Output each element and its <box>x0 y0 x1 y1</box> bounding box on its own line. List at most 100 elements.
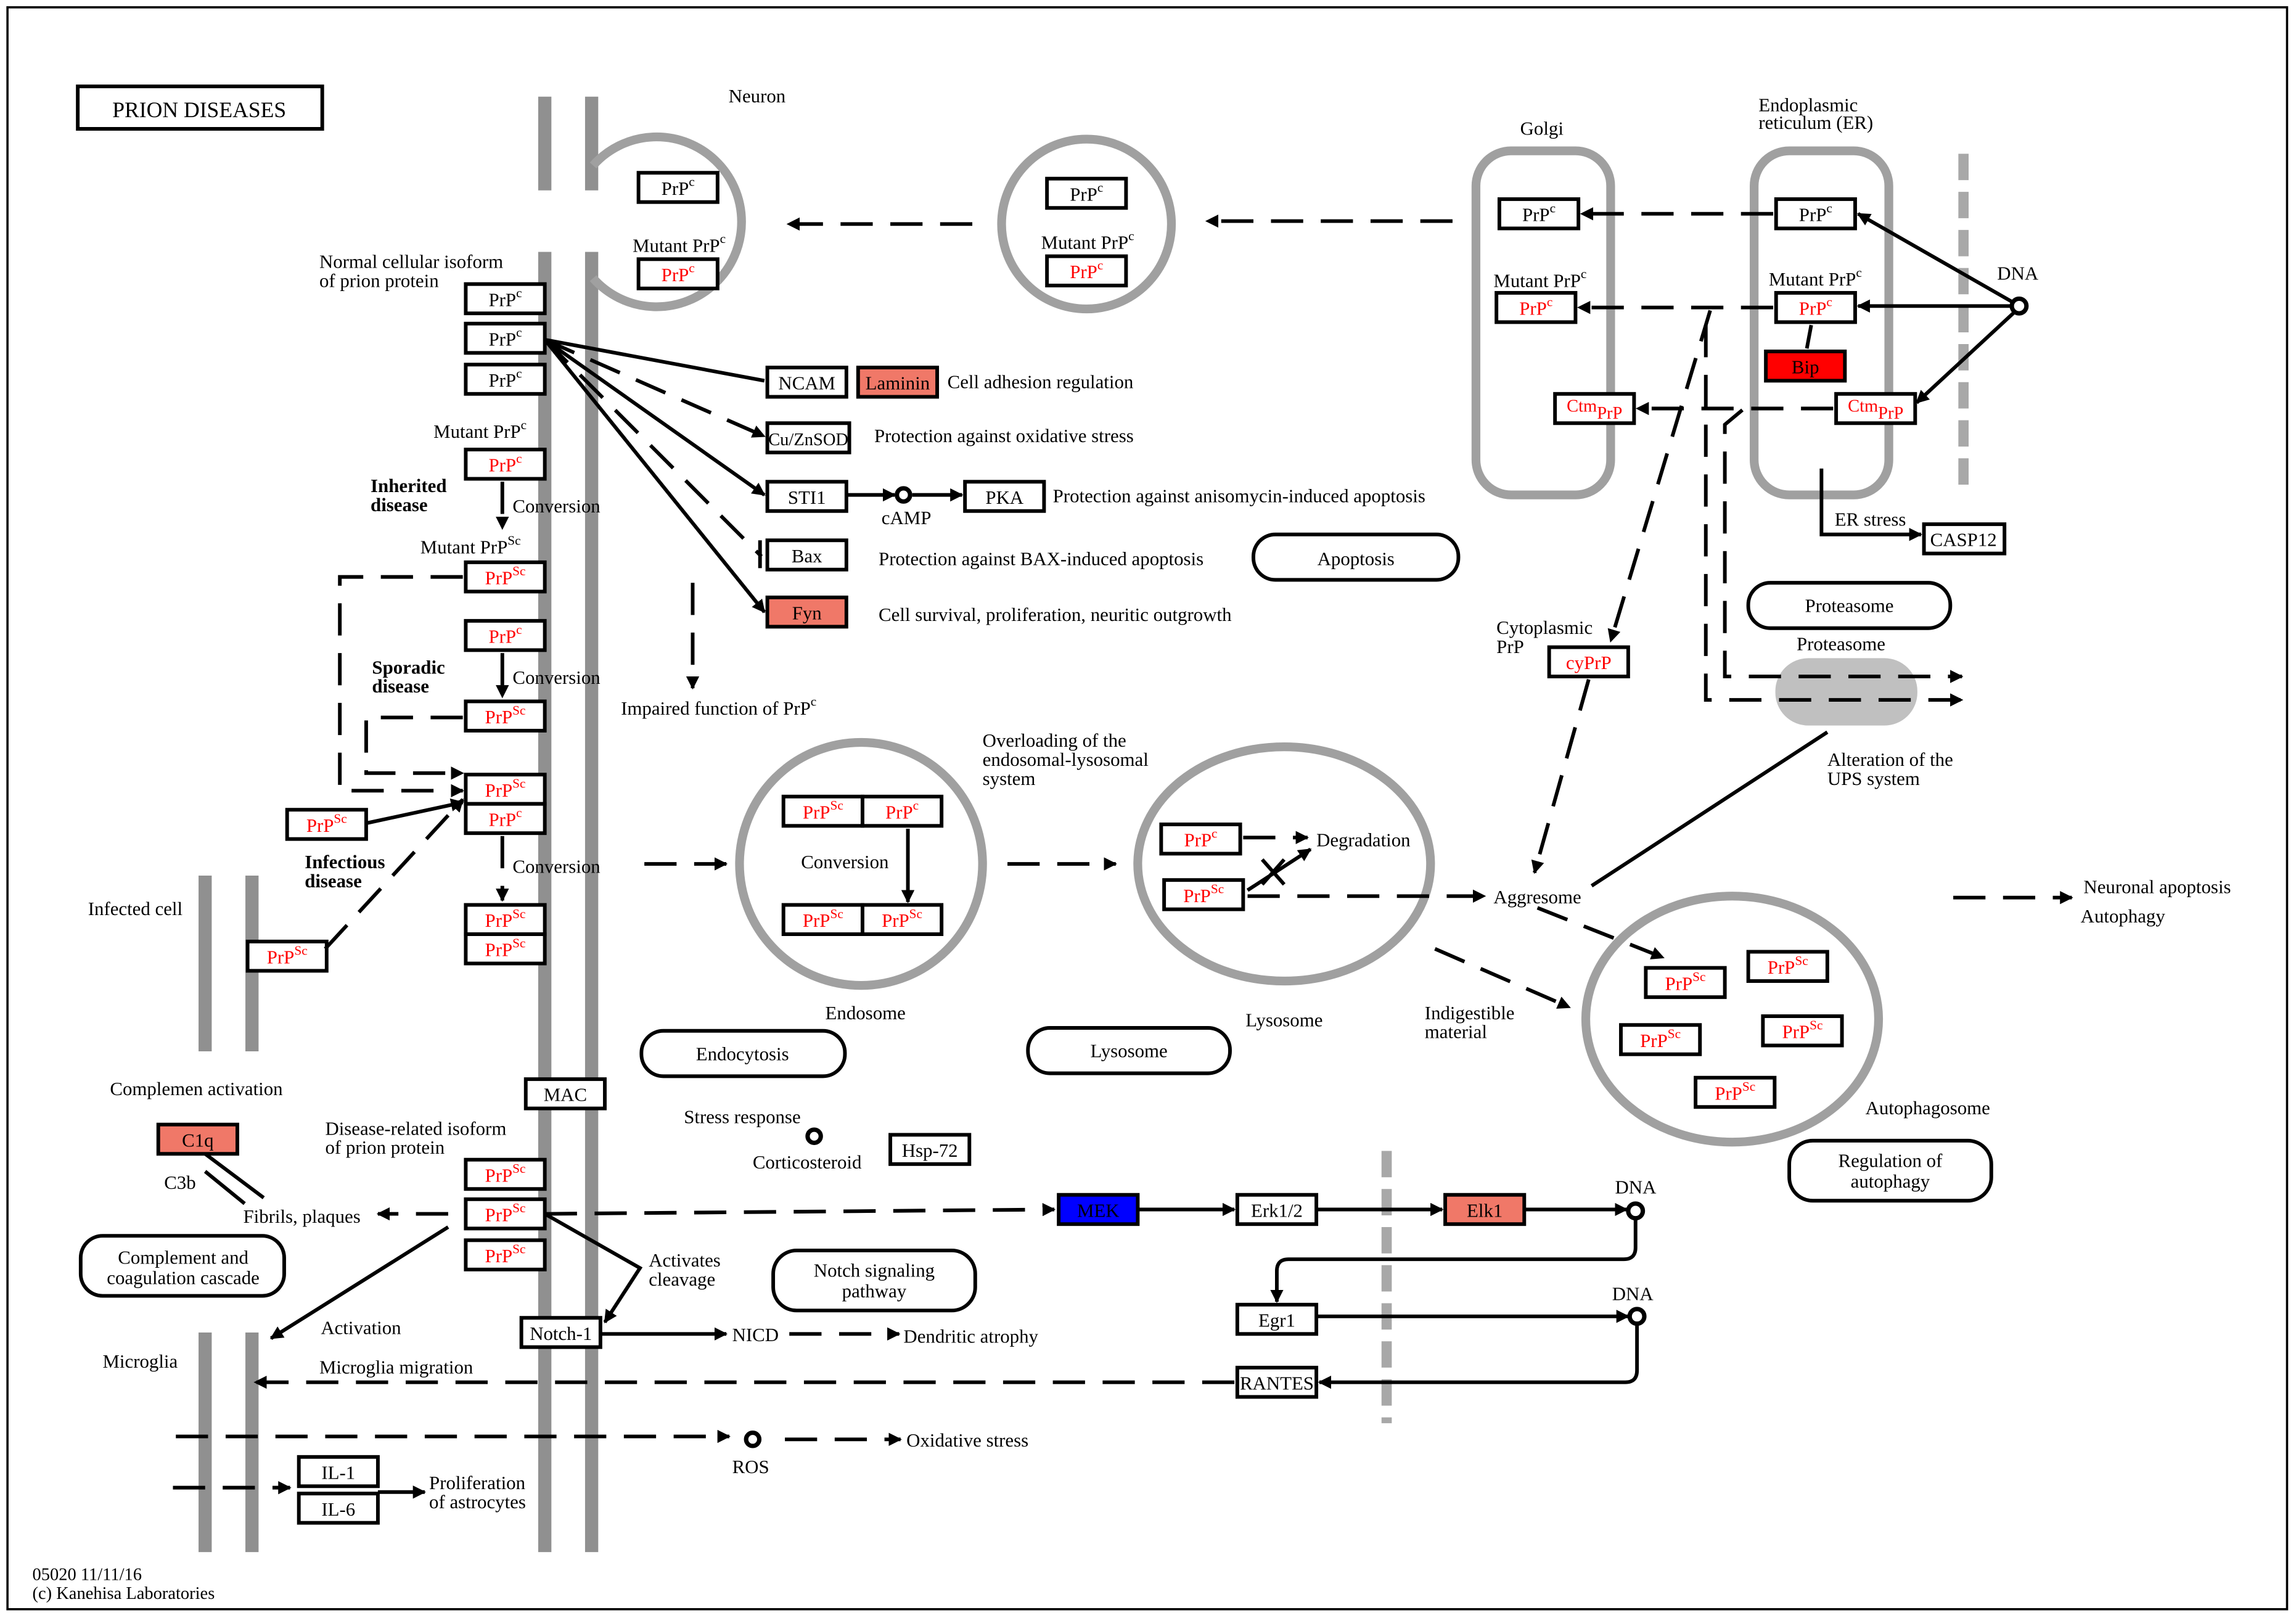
gene-mutant-prpc-vesicle2[interactable]: PrPc <box>1045 254 1128 288</box>
pathway-endocytosis[interactable]: Endocytosis <box>639 1029 847 1078</box>
svg-text:cyPrP: cyPrP <box>1566 652 1612 673</box>
gene-cyprp[interactable]: cyPrP <box>1547 645 1630 679</box>
svg-text:PrPSc: PrPSc <box>485 1161 526 1186</box>
label-ros: ROS <box>732 1456 769 1477</box>
gene-mutant-prpc-left[interactable]: PrPc <box>464 448 547 481</box>
gene-il6[interactable]: IL-6 <box>297 1492 380 1525</box>
gene-cuznsod[interactable]: Cu/ZnSOD <box>765 421 851 454</box>
gene-prpsc-auto-2[interactable]: PrPSc <box>1746 950 1829 983</box>
svg-text:Egr1: Egr1 <box>1258 1309 1295 1331</box>
svg-text:PrPSc: PrPSc <box>485 776 526 801</box>
dna-node-2[interactable] <box>1627 1307 1647 1326</box>
gene-prpsc-endosome-1[interactable]: PrPSc <box>781 794 864 828</box>
pathway-lysosome[interactable]: Lysosome <box>1026 1026 1232 1075</box>
camp-node[interactable] <box>895 486 912 504</box>
label-er-line1: Endoplasmic <box>1758 94 1858 115</box>
gene-fyn[interactable]: Fyn <box>765 595 848 629</box>
pathway-complement-coagulation[interactable]: Complement and coagulation cascade <box>78 1234 286 1298</box>
svg-text:PrPSc: PrPSc <box>882 906 922 931</box>
gene-prpsc-auto-4[interactable]: PrPSc <box>1761 1014 1844 1048</box>
gene-elk1[interactable]: Elk1 <box>1443 1193 1527 1226</box>
gene-il1[interactable]: IL-1 <box>297 1455 380 1489</box>
gene-bax[interactable]: Bax <box>765 538 848 572</box>
gene-prpc-sporadic[interactable]: PrPc <box>464 618 547 652</box>
label-cell-adhesion: Cell adhesion regulation <box>948 371 1134 392</box>
gene-prpsc-infected-cell[interactable]: PrPSc <box>245 939 329 973</box>
gene-prpc-golgi[interactable]: PrPc <box>1497 197 1581 231</box>
gene-prpsc-sporadic[interactable]: PrPSc <box>464 699 547 733</box>
gene-prpsc-disease-1[interactable]: PrPSc <box>464 1157 547 1191</box>
gene-sti1[interactable]: STI1 <box>765 480 848 513</box>
gene-ncam[interactable]: NCAM <box>765 366 848 399</box>
gene-prpc-vesicle2[interactable]: PrPc <box>1045 176 1128 210</box>
gene-casp12[interactable]: CASP12 <box>1922 522 2007 556</box>
gene-mek[interactable]: MEK <box>1057 1193 1140 1226</box>
label-inherited-2: disease <box>371 494 428 515</box>
label-dna-1: DNA <box>1615 1176 1657 1197</box>
gene-prpsc-auto-5[interactable]: PrPSc <box>1694 1075 1777 1109</box>
svg-text:PrPc: PrPc <box>1184 826 1217 850</box>
svg-text:RANTES: RANTES <box>1240 1373 1314 1394</box>
label-dna-er: DNA <box>1997 263 2039 284</box>
gene-prpsc-infect-1[interactable]: PrPSc <box>285 808 368 841</box>
gene-prpsc-left-b[interactable]: PrPSc <box>464 932 547 966</box>
label-fibrils: Fibrils, plaques <box>243 1205 360 1227</box>
gene-prpc-1[interactable]: PrPc <box>464 282 547 316</box>
map-title: PRION DISEASES <box>112 97 286 122</box>
gene-bip[interactable]: Bip <box>1764 349 1847 383</box>
svg-text:PrPSc: PrPSc <box>1665 969 1706 994</box>
label-overloading-2: endosomal-lysosomal <box>983 749 1149 770</box>
gene-prpc-er[interactable]: PrPc <box>1774 197 1857 231</box>
gene-erk[interactable]: Erk1/2 <box>1235 1193 1319 1226</box>
gene-prpsc-lysosome[interactable]: PrPSc <box>1162 878 1245 911</box>
svg-text:PrPc: PrPc <box>1799 200 1832 225</box>
label-disease-isoform-1: Disease-related isoform <box>325 1117 506 1139</box>
gene-prpc-2[interactable]: PrPc <box>464 321 547 355</box>
gene-egr1[interactable]: Egr1 <box>1235 1302 1319 1336</box>
gene-mutant-prpsc-left[interactable]: PrPSc <box>464 560 547 594</box>
dna-node-1[interactable] <box>1626 1201 1646 1221</box>
gene-pka[interactable]: PKA <box>963 480 1046 513</box>
gene-ctmprp-er[interactable]: CtmPrP <box>1834 392 1917 425</box>
gene-prpc-vesicle1[interactable]: PrPc <box>636 171 720 204</box>
gene-ctmprp-golgi[interactable]: CtmPrP <box>1553 392 1636 425</box>
svg-text:CtmPrP: CtmPrP <box>1567 396 1622 423</box>
gene-laminin[interactable]: Laminin <box>856 366 940 399</box>
gene-prpsc-endosome-2[interactable]: PrPSc <box>781 903 864 937</box>
gene-mutant-prpc-golgi[interactable]: PrPc <box>1494 290 1578 324</box>
gene-prpsc-disease-2[interactable]: PrPSc <box>464 1197 547 1231</box>
gene-prpsc-left-a[interactable]: PrPSc <box>464 903 547 937</box>
gene-mutant-prpc-er[interactable]: PrPc <box>1774 290 1857 324</box>
label-cytoplasmic-1: Cytoplasmic <box>1496 617 1593 638</box>
pathway-regulation-of-autophagy[interactable]: Regulation of autophagy <box>1787 1138 1993 1203</box>
gene-prpsc-disease-3[interactable]: PrPSc <box>464 1238 547 1271</box>
corticosteroid-node[interactable] <box>805 1127 823 1145</box>
svg-text:PrPSc: PrPSc <box>485 1242 526 1267</box>
gene-mac[interactable]: MAC <box>523 1077 607 1111</box>
svg-text:PrPSc: PrPSc <box>306 811 347 836</box>
gene-prpsc-endosome-3[interactable]: PrPSc <box>860 903 944 937</box>
gene-prpc-lysosome[interactable]: PrPc <box>1159 822 1242 856</box>
label-infected-cell: Infected cell <box>88 898 182 919</box>
svg-text:PrPc: PrPc <box>488 285 522 310</box>
gene-prpc-3[interactable]: PrPc <box>464 363 547 396</box>
label-proteasome: Proteasome <box>1797 633 1885 654</box>
gene-rantes[interactable]: RANTES <box>1235 1365 1319 1399</box>
endosome-compartment <box>735 737 987 990</box>
pathway-apoptosis[interactable]: Apoptosis <box>1252 532 1461 582</box>
gene-notch1[interactable]: Notch-1 <box>519 1316 602 1349</box>
ros-node[interactable] <box>744 1431 762 1448</box>
gene-prpsc-auto-3[interactable]: PrPSc <box>1619 1023 1702 1056</box>
gene-prpc-endosome[interactable]: PrPc <box>860 794 944 828</box>
label-mutant-prpc-golgi: Mutant PrPc <box>1493 266 1586 291</box>
footer-copyright: (c) Kanehisa Laboratories <box>33 1584 215 1603</box>
gene-hsp72[interactable]: Hsp-72 <box>888 1133 972 1166</box>
gene-prpsc-center[interactable]: PrPSc <box>464 773 547 806</box>
gene-prpc-center[interactable]: PrPc <box>464 802 547 836</box>
svg-text:PrPc: PrPc <box>488 451 522 475</box>
gene-c1q[interactable]: C1q <box>156 1122 239 1156</box>
gene-mutant-prpc-vesicle1[interactable]: PrPc <box>636 257 720 290</box>
pathway-notch-signaling[interactable]: Notch signaling pathway <box>771 1248 977 1313</box>
pathway-proteasome[interactable]: Proteasome <box>1746 581 1953 630</box>
gene-prpsc-auto-1[interactable]: PrPSc <box>1644 966 1727 1000</box>
